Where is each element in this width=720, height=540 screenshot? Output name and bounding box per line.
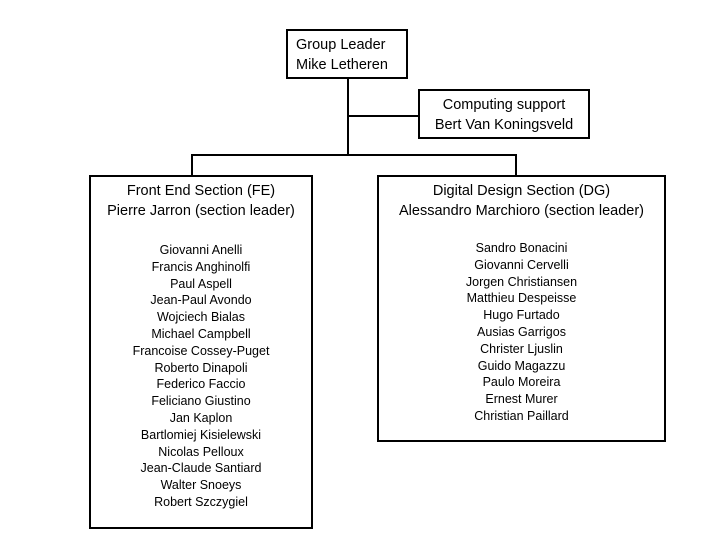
dg-member: Giovanni Cervelli — [474, 257, 569, 272]
dg-member: Jorgen Christiansen — [465, 274, 578, 289]
connector-support-branch — [349, 115, 419, 117]
connector-leader-trunk — [347, 78, 349, 156]
digital-design-section-box: Digital Design Section (DG) Alessandro M… — [377, 175, 666, 442]
dg-member: Sandro Bonacini — [475, 241, 568, 255]
fe-member: Nicolas Pelloux — [158, 444, 244, 459]
group-leader-title: Group Leader — [296, 37, 386, 53]
fe-member: Federico Faccio — [156, 377, 246, 392]
digital-design-section-leader: Alessandro Marchioro (section leader) — [399, 203, 644, 219]
front-end-section-leader: Pierre Jarron (section leader) — [107, 203, 295, 219]
group-leader-box: Group Leader Mike Letheren — [286, 29, 408, 79]
fe-member: Paul Aspell — [170, 276, 232, 291]
fe-member: Francoise Cossey-Puget — [132, 343, 270, 358]
dg-member: Guido Magazzu — [477, 358, 566, 373]
front-end-section-box: Front End Section (FE) Pierre Jarron (se… — [89, 175, 313, 529]
dg-member: Ausias Garrigos — [477, 324, 566, 339]
fe-member: Wojciech Bialas — [156, 310, 245, 325]
fe-member: Michael Campbell — [151, 326, 251, 341]
computing-support-title: Computing support — [442, 97, 566, 113]
group-leader-name: Mike Letheren — [296, 57, 388, 73]
dg-member: Ernest Murer — [485, 392, 558, 407]
fe-member: Robert Szczygiel — [154, 494, 248, 509]
front-end-section-title: Front End Section (FE) — [126, 183, 276, 199]
fe-member: Bartlomiej Kisielewski — [140, 427, 262, 442]
computing-support-box: Computing support Bert Van Koningsveld — [418, 89, 590, 139]
fe-member: Giovanni Anelli — [159, 243, 243, 257]
dg-member: Christer Ljuslin — [480, 341, 563, 356]
dg-member: Hugo Furtado — [483, 308, 560, 323]
fe-member: Jan Kaplon — [169, 410, 233, 425]
fe-member: Feliciano Giustino — [151, 394, 251, 409]
dg-member: Christian Paillard — [474, 408, 569, 423]
dg-member: Paulo Moreira — [482, 375, 561, 390]
fe-member: Walter Snoeys — [160, 478, 242, 493]
fe-member: Roberto Dinapoli — [154, 360, 248, 375]
connector-horizontal-bar — [191, 154, 517, 156]
dg-member: Matthieu Despeisse — [466, 291, 577, 306]
fe-member: Francis Anghinolfi — [151, 259, 251, 274]
connector-dg-drop — [515, 154, 517, 176]
fe-member: Jean-Paul Avondo — [150, 293, 252, 308]
digital-design-section-title: Digital Design Section (DG) — [432, 183, 611, 199]
fe-member: Jean-Claude Santiard — [140, 461, 262, 476]
connector-fe-drop — [191, 154, 193, 176]
computing-support-name: Bert Van Koningsveld — [434, 117, 574, 133]
